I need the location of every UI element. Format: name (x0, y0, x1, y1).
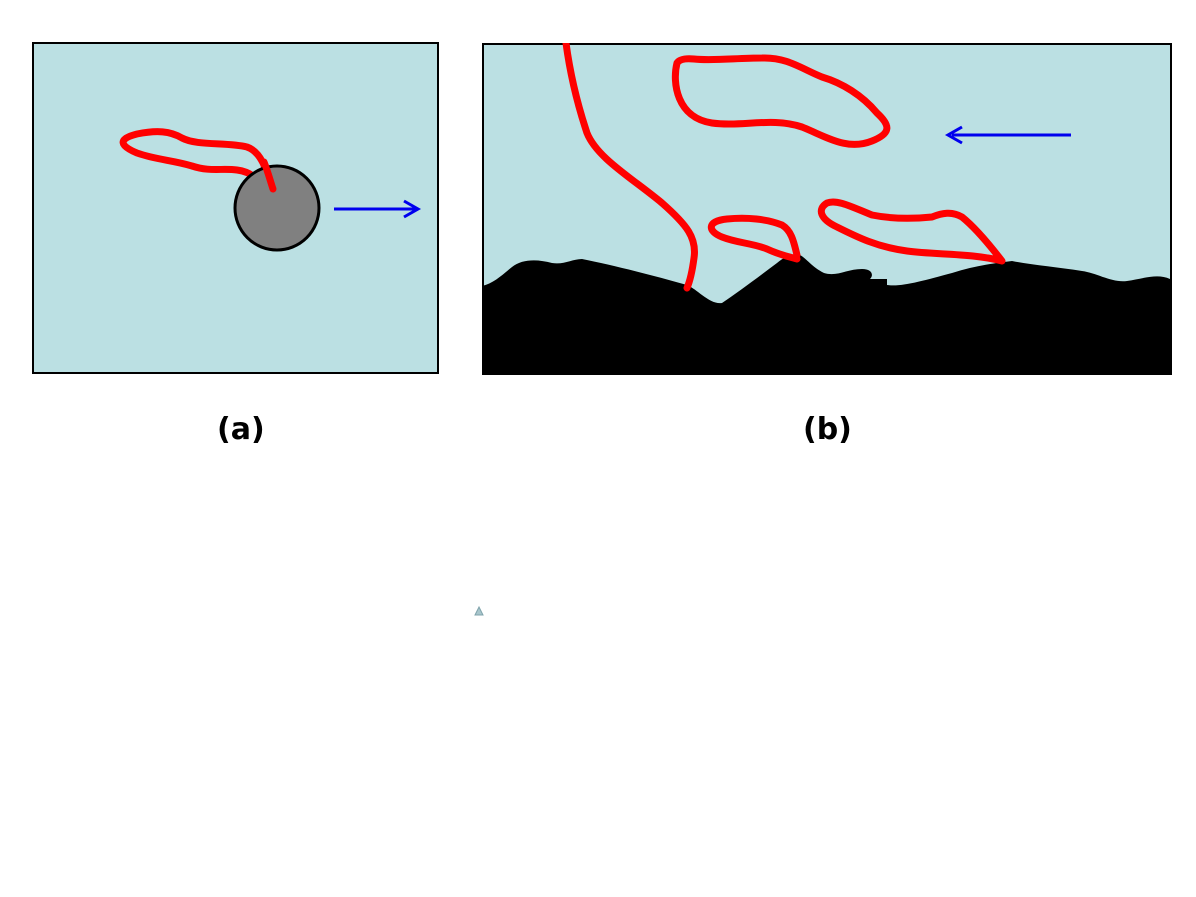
caption-panel-a: (a) (217, 412, 265, 447)
triangle-marker-icon (474, 606, 484, 616)
panel-b (482, 43, 1172, 375)
caption-panel-b: (b) (803, 412, 852, 447)
panel-a-canvas (32, 42, 439, 374)
panel-b-canvas (482, 43, 1172, 375)
panel-a (32, 42, 439, 374)
spherical-particle (235, 166, 319, 250)
